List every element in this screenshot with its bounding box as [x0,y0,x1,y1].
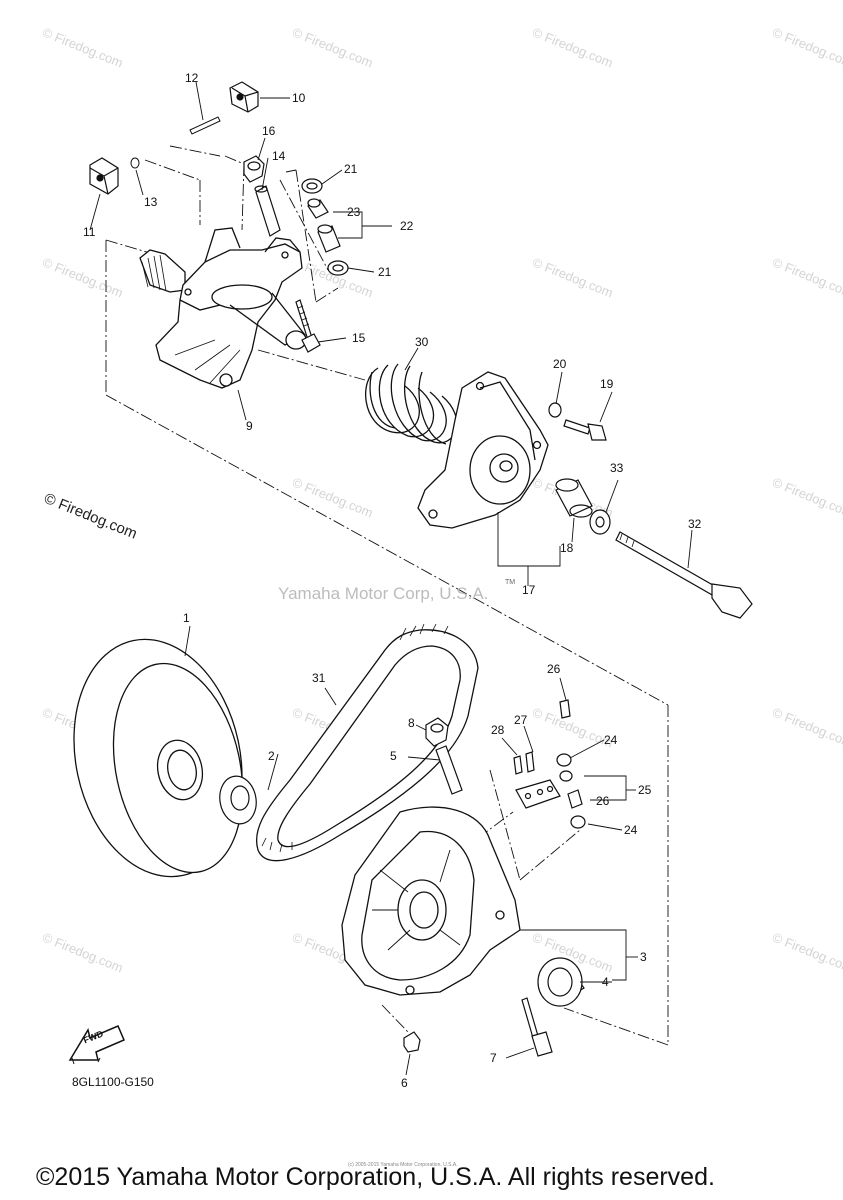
callout-29: 28 [491,723,505,737]
callout-22: 22 [400,219,414,233]
part-17-cover [417,371,549,529]
part-14-sleeve [254,185,281,237]
callout-4: 4 [602,975,609,989]
part-2-collar [219,775,257,825]
part-31-belt [255,623,479,862]
part-20-washer [548,402,562,418]
callout-21b: 21 [378,265,392,279]
part-30-spring [364,363,458,445]
callout-28: 27 [514,713,528,727]
callout-13: 13 [144,195,158,209]
part-16-nut [243,155,265,183]
callout-1: 1 [183,611,190,625]
callout-5: 5 [390,749,397,763]
part-6-cap [403,1031,421,1053]
leader-lines [89,81,693,1076]
callout-12: 12 [185,71,199,85]
callout-32: 32 [688,517,702,531]
part-18-bushing [555,478,593,518]
part-5-pin [435,745,463,795]
callout-11: 11 [83,225,96,239]
callout-31: 31 [312,671,326,685]
callout-7: 7 [490,1051,497,1065]
callout-10: 10 [292,91,306,105]
diagram-code: 8GL1100-G150 [72,1075,154,1089]
callout-24a: 24 [604,733,618,747]
part-32-long-bolt [615,531,753,619]
callout-33: 33 [610,461,624,475]
callout-23: 23 [347,205,361,219]
callout-26: 26 [596,794,610,808]
callout-19: 19 [600,377,614,391]
parts-21-23-bushings [301,178,349,276]
callout-2: 2 [268,749,275,763]
callout-3: 3 [640,950,647,964]
part-8-nut [425,717,449,747]
callout-18: 18 [560,541,574,555]
part-1-fixed-sheave [73,638,244,878]
callout-24b: 24 [624,823,638,837]
parts-24-29-bracket [513,699,586,829]
callout-17: 17 [522,583,536,597]
callout-25: 25 [638,783,652,797]
part-3-sliding-sheave [341,806,521,996]
fwd-arrow-icon [68,1025,125,1065]
part-12-pin [189,116,221,135]
part-7-bolt [521,997,553,1057]
callout-16: 16 [262,124,276,138]
part-11-block [89,157,119,195]
part-19-bolt [563,419,607,441]
part-13-oring [130,157,140,169]
callout-20: 20 [553,357,567,371]
part-15-bolt [295,299,321,353]
callout-6: 6 [401,1076,408,1090]
callout-14: 14 [272,149,286,163]
trademark-mark: TM [505,579,516,586]
copyright-footer: ©2015 Yamaha Motor Corporation, U.S.A. A… [36,1163,715,1191]
part-10-block [229,81,259,113]
callout-27: 26 [547,662,561,676]
callout-8: 8 [408,716,415,730]
callout-21a: 21 [344,162,358,176]
callout-30: 30 [415,335,429,349]
callout-9: 9 [246,419,253,433]
fine-print: (c) 2005-2015 Yamaha Motor Corporation, … [348,1162,458,1168]
part-33-washer [589,509,611,535]
part-4-sleeve [537,957,585,1007]
primary-sheave-hub [139,227,307,389]
callout-15: 15 [352,331,366,345]
yamaha-watermark: Yamaha Motor Corp, U.S.A. [278,584,489,603]
